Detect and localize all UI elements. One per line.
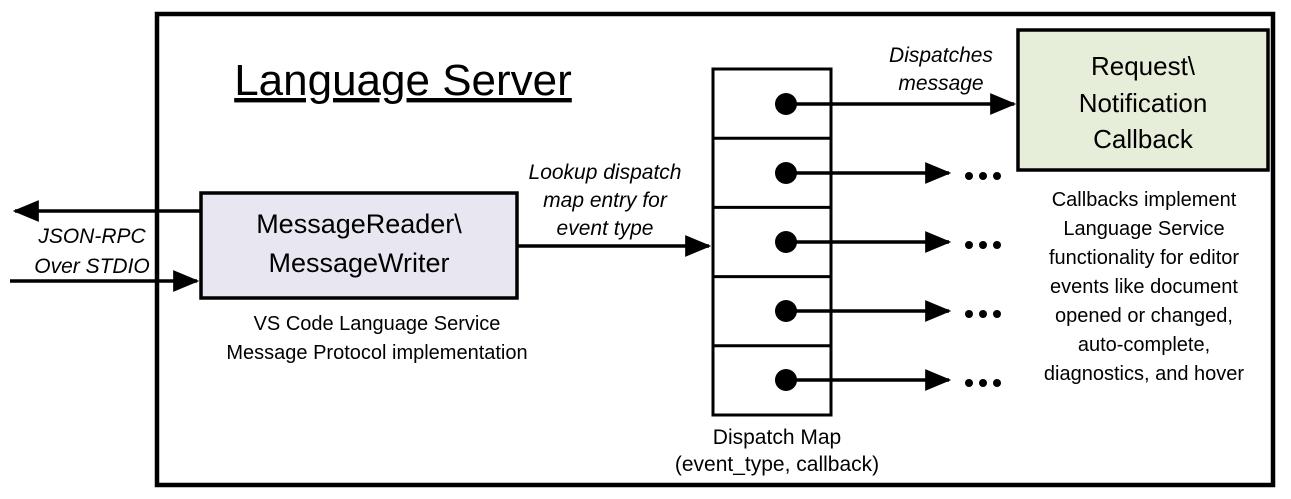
lookup-label-line3: event type: [557, 217, 654, 240]
message-reader-writer: MessageReader\ MessageWriter VS Code Lan…: [199, 191, 528, 364]
message-reader-writer-box: [199, 191, 519, 300]
map-entry-dot-icon: [775, 93, 797, 115]
callback-box: [1016, 28, 1270, 172]
callback-box-line2: Notification: [1079, 88, 1208, 118]
map-entry-dot-icon: [775, 369, 797, 391]
ellipsis-icon: [965, 172, 1001, 180]
callback-caption-line5: opened or changed,: [1055, 305, 1233, 327]
dispatches-label-line1: Dispatches: [889, 44, 993, 67]
dispatch-row-5: [775, 369, 1001, 391]
callback-box-line1: Request\: [1091, 51, 1196, 81]
ellipsis-icon: [965, 241, 1001, 249]
lookup-label-line2: map entry for: [543, 189, 668, 212]
callback-box-line3: Callback: [1093, 124, 1194, 154]
lookup-label-line1: Lookup dispatch: [529, 161, 682, 184]
diagram-title: Language Server: [234, 56, 572, 105]
map-entry-dot-icon: [775, 231, 797, 253]
callback-caption-line6: auto-complete,: [1078, 334, 1210, 356]
callback-caption-line4: events like document: [1050, 276, 1238, 298]
ellipsis-icon: [965, 310, 1001, 318]
dispatch-map-label-line1: Dispatch Map: [713, 426, 841, 449]
map-entry-dot-icon: [775, 162, 797, 184]
callback-caption-line7: diagnostics, and hover: [1044, 363, 1244, 385]
stdio-channel: JSON-RPC Over STDIO: [10, 200, 201, 292]
dispatch-map-label-line2: (event_type, callback): [675, 453, 879, 476]
map-entry-dot-icon: [775, 300, 797, 322]
reader-writer-caption-line1: VS Code Language Service: [254, 313, 501, 335]
dispatch-map: Dispatch Map (event_type, callback): [675, 67, 1017, 476]
reader-writer-caption-line2: Message Protocol implementation: [226, 342, 527, 364]
stdio-label-line1: JSON-RPC: [37, 225, 146, 248]
ellipsis-icon: [965, 379, 1001, 387]
callback: Request\ Notification Callback Callbacks…: [1016, 28, 1270, 385]
lookup-connector: Lookup dispatch map entry for event type: [517, 161, 712, 257]
dispatch-row-4: [775, 300, 1001, 322]
callback-caption-line3: functionality for editor: [1049, 247, 1239, 269]
message-reader-writer-line2: MessageWriter: [268, 248, 449, 278]
dispatches-label-line2: message: [898, 72, 983, 95]
dispatches-label: Dispatches message: [889, 44, 993, 95]
callback-caption-line2: Language Service: [1063, 218, 1224, 240]
dispatch-row-3: [775, 231, 1001, 253]
dispatch-row-1: [775, 93, 1017, 115]
callback-caption-line1: Callbacks implement: [1052, 189, 1237, 211]
message-reader-writer-line1: MessageReader\: [256, 209, 462, 239]
dispatch-row-2: [775, 162, 1001, 184]
stdio-label-line2: Over STDIO: [34, 255, 150, 278]
